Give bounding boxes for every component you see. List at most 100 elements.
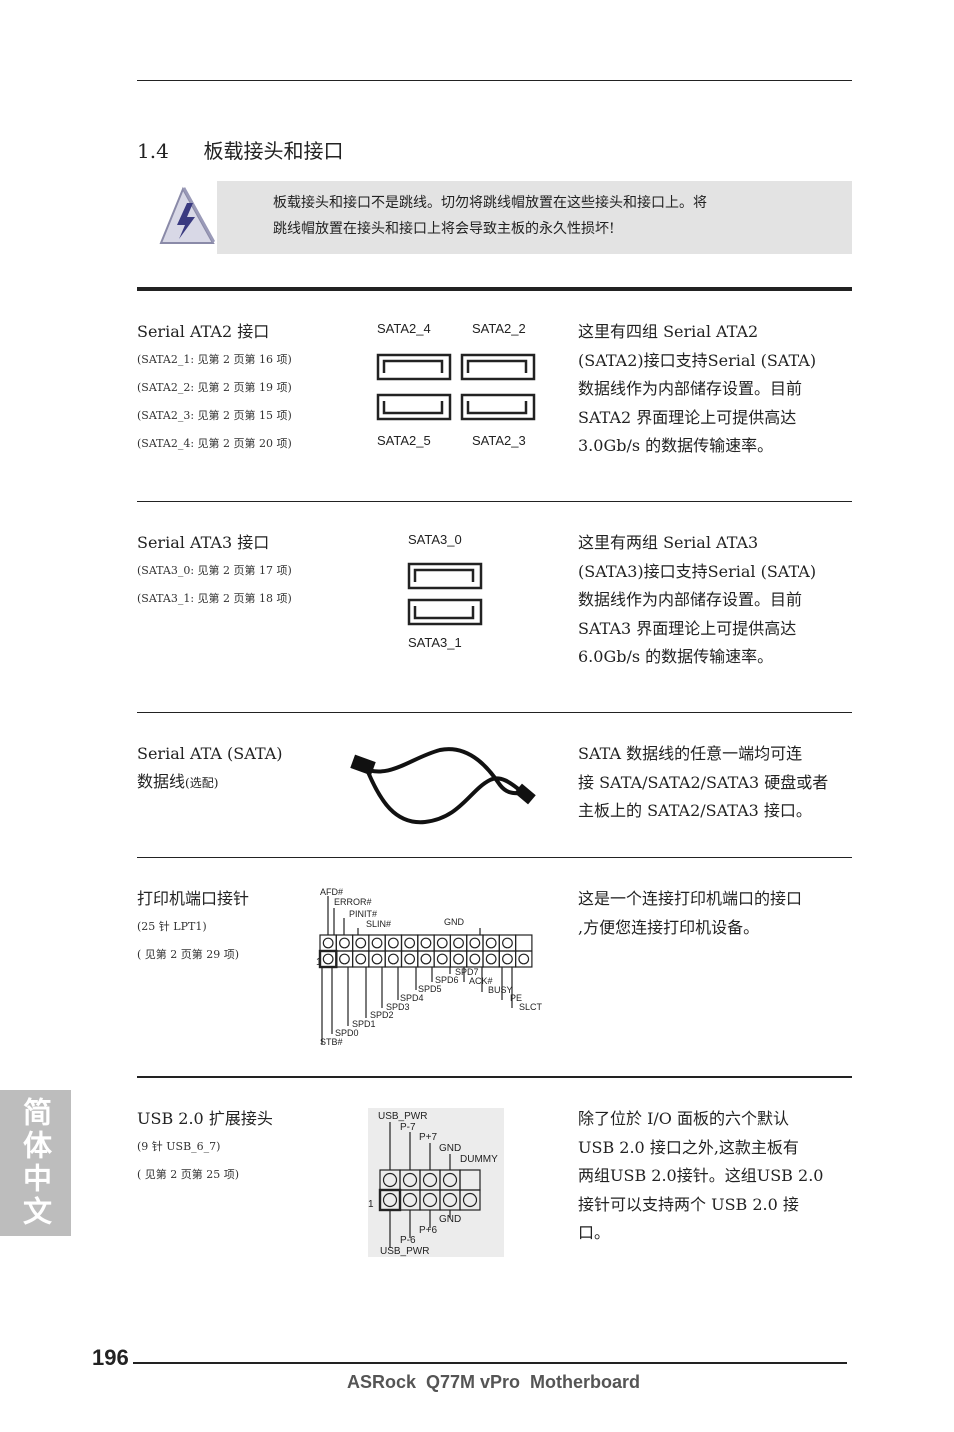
pin <box>420 937 432 949</box>
desc-line: SATA2 界面理论上可提供高达 <box>578 407 797 427</box>
sata2-2-label: SATA2_2 <box>472 321 526 336</box>
pin <box>442 1192 458 1208</box>
usb-ref: (9 针 USB_6_7) <box>137 1140 221 1153</box>
pin <box>469 937 481 949</box>
lpt-ref: (25 针 LPT1) <box>137 920 207 933</box>
product-name: ASRock Q77M vPro Motherboard <box>347 1372 641 1392</box>
pin <box>339 953 350 965</box>
pin <box>502 953 513 965</box>
pin <box>420 953 432 965</box>
sata2-description: 这里有四组 Serial ATA2 (SATA2)接口支持Serial (SAT… <box>578 318 816 461</box>
desc-line: 这里有两组 Serial ATA3 <box>578 533 759 552</box>
pin-label: USB_PWR <box>378 1111 427 1122</box>
pin <box>422 1172 438 1188</box>
warning-line-1: 板载接头和接口不是跳线。切勿将跳线帽放置在这些接头和接口上。将 <box>273 195 707 211</box>
section-divider <box>137 1076 852 1078</box>
pin-label: SPD2 <box>370 1010 394 1020</box>
pin <box>322 937 334 949</box>
pin-label: PE <box>510 993 522 1003</box>
pin-label: DUMMY <box>460 1154 498 1165</box>
sata2-ref: (SATA2_1: 见第 2 页第 16 项) <box>137 353 292 366</box>
lpt-description: 这是一个连接打印机端口的接口 ,方便您连接打印机设备。 <box>578 885 802 942</box>
pin-label: BUSY <box>488 985 513 995</box>
sata3-0-label: SATA3_0 <box>408 532 462 547</box>
sata2-4-label: SATA2_4 <box>377 321 431 336</box>
pin <box>436 937 448 949</box>
section-number: 1.4 <box>137 139 169 163</box>
pin-label: P+7 <box>419 1132 438 1143</box>
pin <box>469 953 481 965</box>
sata-cable-title: Serial ATA (SATA) <box>137 744 283 763</box>
desc-line: 这是一个连接打印机端口的接口 <box>578 889 803 908</box>
pin-label: STB# <box>320 1037 343 1047</box>
section-heading: 1.4 板载接头和接口 <box>137 135 344 164</box>
pin <box>436 953 448 965</box>
desc-line: 6.0Gb/s 的数据传输速率。 <box>578 647 774 666</box>
desc-line: 接针可以支持两个 USB 2.0 接 <box>578 1194 799 1214</box>
warning-box <box>217 181 852 254</box>
sata3-connector-diagram <box>407 562 483 626</box>
pin <box>355 953 367 965</box>
sata2-connector-diagram <box>376 353 536 421</box>
pin-label: SPD7 <box>455 967 479 977</box>
desc-line: ,方便您连接打印机设备。 <box>578 917 760 937</box>
pin <box>453 937 464 949</box>
warning-icon <box>159 186 215 244</box>
pin <box>485 937 497 949</box>
pin <box>387 937 399 949</box>
sata-cable-illustration <box>350 747 536 825</box>
pin-1-label: 1 <box>368 1199 374 1210</box>
usb-left: USB 2.0 扩展接头 (9 针 USB_6_7) ( 见第 2 页第 25 … <box>137 1105 273 1189</box>
pin-label: SPD5 <box>418 984 442 994</box>
usb-description: 除了位於 I/O 面板的六个默认 USB 2.0 接口之外,这款主板有 两组US… <box>578 1105 823 1248</box>
sata2-title: Serial ATA2 接口 <box>137 322 270 341</box>
desc-line: USB 2.0 接口之外,这款主板有 <box>578 1137 799 1157</box>
usb-pin-grid <box>378 1169 481 1212</box>
lpt-left: 打印机端口接针 (25 针 LPT1) ( 见第 2 页第 29 项) <box>137 885 249 969</box>
desc-line: 主板上的 SATA2/SATA3 接口。 <box>578 801 812 820</box>
sata2-ref: (SATA2_2: 见第 2 页第 19 项) <box>137 381 292 394</box>
thick-divider <box>137 287 852 291</box>
language-tab-label: 简体中文 <box>18 1097 53 1229</box>
lpt-pin-grid <box>318 896 533 1044</box>
pin <box>453 953 464 965</box>
pin-label: SLCT <box>519 1002 543 1012</box>
usb-ref: ( 见第 2 页第 25 项) <box>137 1168 240 1181</box>
pin-label: SPD0 <box>335 1028 359 1038</box>
desc-line: 数据线作为内部储存设置。目前 <box>578 379 803 398</box>
footer-rule <box>133 1362 847 1364</box>
pin <box>404 937 416 949</box>
pin-label: ACK# <box>469 976 493 986</box>
pin-label: P+6 <box>419 1225 438 1236</box>
pin <box>371 937 383 949</box>
sata3-1-label: SATA3_1 <box>408 635 462 650</box>
pin-label: GND <box>439 1214 461 1225</box>
pin <box>502 937 513 949</box>
pin-label: SPD1 <box>352 1019 376 1029</box>
pin-label: SPD3 <box>386 1002 410 1012</box>
sata-cable-title-2: 数据线 <box>137 772 186 791</box>
sata3-title: Serial ATA3 接口 <box>137 533 270 552</box>
section-divider <box>137 857 852 858</box>
pin <box>355 937 367 949</box>
pin-label: PINIT# <box>349 909 377 919</box>
pin-label: SLIN# <box>366 919 391 929</box>
desc-line: 除了位於 I/O 面板的六个默认 <box>578 1109 790 1128</box>
desc-line: 数据线作为内部储存设置。目前 <box>578 590 803 609</box>
pin <box>402 1192 418 1208</box>
pin <box>387 953 399 965</box>
language-side-tab: 简体中文 <box>0 1090 71 1236</box>
desc-line: (SATA3)接口支持Serial (SATA) <box>578 561 817 581</box>
desc-line: 这里有四组 Serial ATA2 <box>578 322 759 341</box>
sata2-left: Serial ATA2 接口 (SATA2_1: 见第 2 页第 16 项) (… <box>137 318 292 458</box>
pin <box>518 953 530 965</box>
sata-cable-description: SATA 数据线的任意一端均可连 接 SATA/SATA2/SATA3 硬盘或者… <box>578 740 828 826</box>
pin <box>371 953 383 965</box>
pin-label: USB_PWR <box>380 1246 429 1257</box>
sata3-ref: (SATA3_0: 见第 2 页第 17 项) <box>137 564 292 577</box>
desc-line: SATA 数据线的任意一端均可连 <box>578 744 803 763</box>
lpt-pin-diagram: AFD# ERROR# PINIT# SLIN# GND 1 SPD7 ACK#… <box>316 887 543 1047</box>
pin-label: P-6 <box>400 1235 416 1246</box>
pin <box>442 1172 458 1188</box>
desc-line: 接 SATA/SATA2/SATA3 硬盘或者 <box>578 772 829 792</box>
